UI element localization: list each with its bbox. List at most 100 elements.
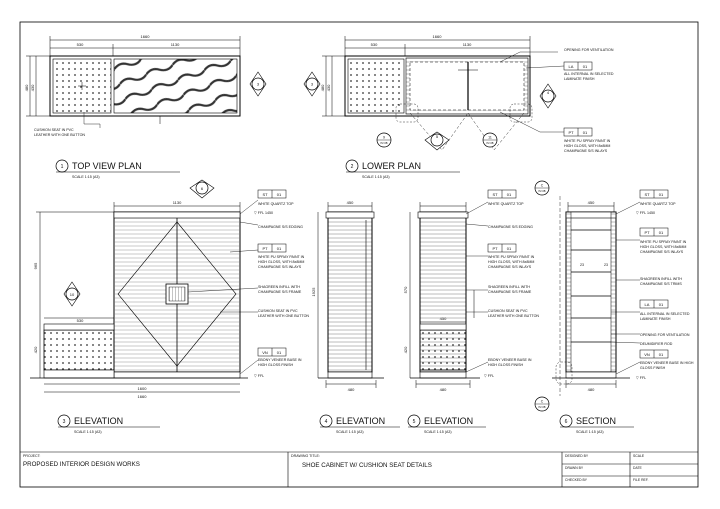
section-marker-c: 10 [63,281,81,307]
callout-pt-b-l1: WHITE PU SPRAY PAINT IN [488,255,535,259]
callout-st-sec: WHITE QUARTZ TOP [640,202,676,206]
svg-text:PT: PT [262,246,268,251]
dim-top-depth: 480 [24,84,29,91]
callout-vn-b-l1: EBONY VENEER BASE IN [488,358,532,362]
callout-vn-b-l2: HIGH GLOSS FINISH [488,363,524,367]
svg-text:SCALE 1:15 (A3): SCALE 1:15 (A3) [74,430,102,434]
svg-text:6: 6 [565,419,568,425]
svg-text:VN: VN [644,352,650,357]
tb-date: DATE [633,466,643,470]
svg-text:P2.0B: P2.0B [486,141,493,145]
tb-drawing-label: DRAWING TITLE: [291,454,320,458]
dim-top-right: 1130 [171,42,180,47]
svg-text:P2.0B: P2.0B [380,141,387,145]
callout-champagne-edging: CHAMPAGNE S/S EDGING [258,225,303,229]
dim-lower-left: 530 [371,42,378,47]
top-view-plan: 1660 530 1130 480 430 CUSHION SEAT IN PV… [24,34,267,137]
callout-pt-l3: CHAMPAGNE S/S INLAYS [258,265,302,269]
callout-la-sec-l2: LAMINATE FINISH [640,317,671,321]
tb-project-label: PROJECT: [23,454,41,458]
lower-plan: 1660 530 1130 480 430 3 4 5 [303,34,614,153]
callout-vn-sec-l1: EBONY VENEER BASE IN HIGH [640,361,694,365]
callout-pt-sec-l3: CHAMPAGNE S/S INLAYS [640,250,684,254]
callout-cushion-seat2-l2: LEATHER WITH ONE BUTTON [258,314,309,318]
tag-pt-01: PT 01 [257,243,287,253]
callout-pt-lower-l2: HIGH GLOSS, WITH 8x8MM [564,144,610,148]
svg-text:SCALE 1:15 (A3): SCALE 1:15 (A3) [336,430,364,434]
callout-cushion-b-l1: CUSHION SEAT IN PVC [488,309,528,313]
callout-ffl-b: ▽ FFL [484,374,494,378]
svg-text:SECTION: SECTION [576,416,616,426]
svg-text:C: C [541,400,544,404]
svg-text:11: 11 [488,136,492,140]
tb-drawn-by: DRAWN BY [565,466,584,470]
callout-cushion-seat2-l1: CUSHION SEAT IN PVC [258,309,298,313]
dim-top-left: 530 [77,42,84,47]
dim-elev-height: 965 [33,262,38,269]
svg-text:01: 01 [659,192,664,197]
svg-text:01: 01 [507,192,512,197]
svg-text:01: 01 [583,64,588,69]
callout-champagne-edging-b: CHAMPAGNE S/S EDGING [488,225,533,229]
callout-shagreen-sec-l1: SHAGREEN INFILL WITH [640,277,682,281]
dim-elev-top: 1130 [173,200,182,205]
callout-pt-l1: WHITE PU SPRAY PAINT IN [258,255,305,259]
view-marker-lower-bottom: 5 [424,131,450,151]
dim-elev-total-b: 1660 [138,394,148,399]
callout-shagreen-sec-l2: CHAMPAGNE S/S TRIMS [640,282,682,286]
view-title-3: 3 ELEVATION SCALE 1:15 (A3) [57,414,160,434]
sheet-border [19,21,699,488]
svg-text:01: 01 [659,302,664,307]
tb-scale: SCALE [633,454,645,458]
section-6: 450 480 23 23 C P2.0B C P2.0B [534,180,694,412]
tag-vn-01-sec: VN 01 [639,349,669,359]
dim-e4-bottom: 480 [348,387,355,392]
callout-ffl: ▽ FFL [254,374,264,378]
svg-text:ST: ST [262,192,268,197]
callout-st-b: WHITE QUARTZ TOP [488,202,524,206]
dim-elev-total-a: 1600 [138,386,148,391]
svg-text:PT: PT [644,230,650,235]
callout-vn-l1: EBONY VENEER BASE IN [258,358,302,362]
callout-la-l1: ALL INTERNAL IN SELECTED [564,72,614,76]
svg-text:5: 5 [413,419,416,425]
dim-elev-seat: 530 [77,318,84,323]
view-title-5: 5 ELEVATION SCALE 1:15 (A3) [407,414,486,434]
svg-text:LA: LA [645,302,650,307]
svg-text:SCALE 1:15 (A3): SCALE 1:15 (A3) [424,430,452,434]
callout-pt-l2: HIGH GLOSS, WITH 8x8MM [258,260,304,264]
view-title-6: 6 SECTION SCALE 1:15 (A3) [559,414,634,434]
svg-text:1: 1 [61,164,64,170]
tag-st-01-b: ST 01 [487,189,517,199]
callout-ffl-sec: ▽ FFL [636,376,646,380]
svg-text:4: 4 [547,90,550,95]
svg-text:5: 5 [436,134,439,139]
svg-text:3: 3 [311,82,314,87]
tb-designed-by: DESIGNED BY [565,454,589,458]
dim-sec-top: 450 [588,200,595,205]
callout-cushion-seat-l1: CUSHION SEAT IN PVC [34,128,74,132]
section-cut-bottom: C P2.0B [534,396,550,412]
callout-pt-lower-l3: CHAMPAGNE S/S INLAYS [564,149,608,153]
svg-text:01: 01 [277,192,282,197]
callout-pt-sec-l2: HIGH GLOSS, WITH 8x8MM [640,245,686,249]
callout-opening: OPENING FOR VENTILATION [564,48,614,52]
dim-top-depth-inner: 430 [30,84,35,91]
dim-sec-bottom: 480 [588,387,595,392]
callout-pt-b-l3: CHAMPAGNE S/S INLAYS [488,265,532,269]
svg-text:P2.0B: P2.0B [538,189,545,193]
callout-shagreen-l1: SHAGREEN INFILL WITH [258,285,300,289]
view-title-4: 4 ELEVATION SCALE 1:15 (A3) [319,414,400,434]
view-marker-lower-left: 3 [303,71,321,97]
svg-text:ST: ST [644,192,650,197]
svg-text:LA: LA [569,64,574,69]
callout-deumidifier: DEUMIDIFIER ROD [640,342,673,346]
callout-cushion-seat-l2: LEATHER WITH ONE BUTTON [34,133,85,137]
tag-vn-01: VN 01 [257,347,287,357]
callout-vn-sec-l2: GLOSS FINISH [640,366,666,370]
tag-pt-01-b: PT 01 [487,243,517,253]
callout-la-sec-l1: ALL INTERNAL IN SELECTED [640,312,690,316]
tb-project: PROPOSED INTERIOR DESIGN WORKS [23,461,140,468]
elevation-3: 1130 530 1600 1660 965 420 10 6 [30,179,309,399]
quartz-top-plan [113,58,238,114]
